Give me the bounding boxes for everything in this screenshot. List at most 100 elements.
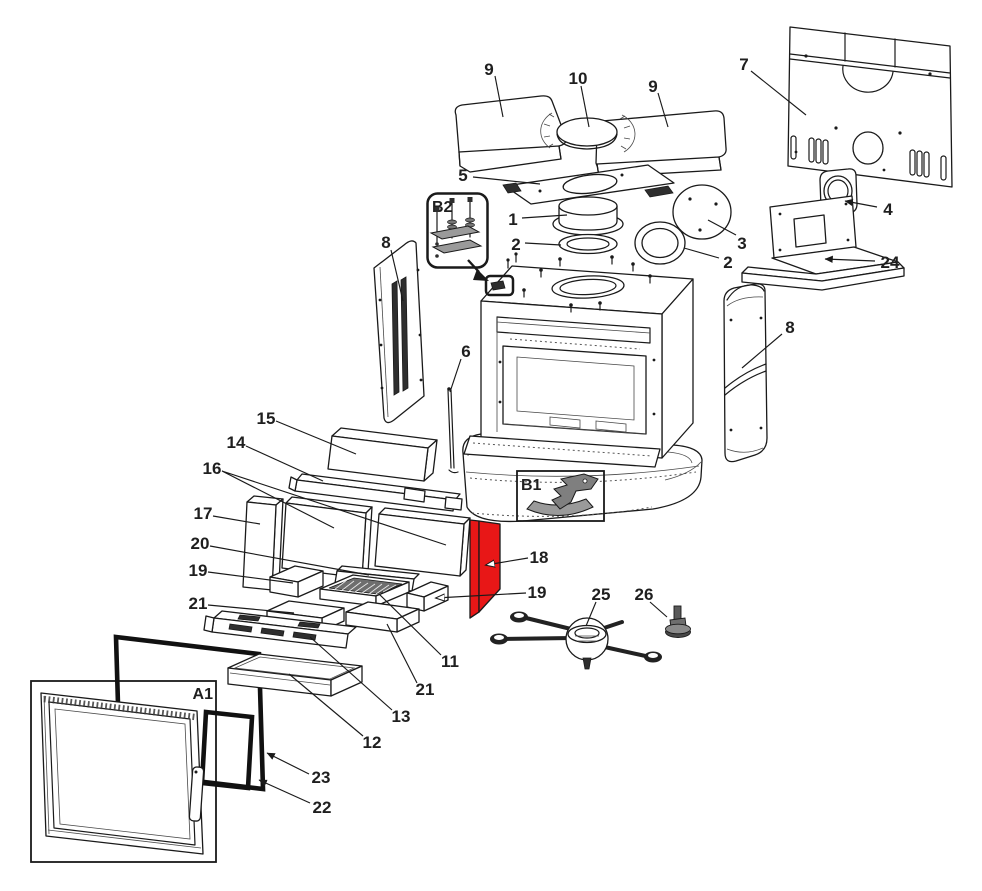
callout-7: 7 — [739, 55, 807, 116]
detail-box-a1 — [30, 680, 217, 863]
svg-text:6: 6 — [461, 342, 470, 361]
callout-18: 18 — [486, 548, 548, 567]
callout-12: 12 — [288, 673, 382, 752]
side-brick-18-highlighted — [469, 519, 501, 619]
svg-text:21: 21 — [189, 594, 208, 613]
bar-right-21 — [345, 601, 420, 633]
svg-text:8: 8 — [381, 233, 390, 252]
callout-23: 23 — [266, 752, 331, 787]
flue-collar-1 — [552, 196, 624, 236]
svg-text:11: 11 — [441, 652, 459, 671]
ash-pan-12 — [227, 653, 363, 697]
callout-14: 14 — [227, 433, 324, 482]
callout-21-right: 21 — [386, 623, 435, 699]
svg-text:2: 2 — [723, 253, 732, 272]
svg-text:21: 21 — [416, 680, 435, 699]
side-brick-right-16 — [374, 507, 471, 577]
side-brick-left-16 — [281, 496, 373, 579]
callout-9-right: 9 — [648, 77, 669, 128]
svg-text:24: 24 — [881, 253, 900, 272]
grate-11 — [319, 574, 410, 607]
callout-25: 25 — [585, 585, 611, 627]
callout-20: 20 — [191, 534, 370, 576]
svg-text:9: 9 — [648, 77, 657, 96]
callout-5: 5 — [458, 166, 541, 185]
door-assembly — [40, 692, 205, 855]
svg-text:15: 15 — [257, 409, 276, 428]
callout-10: 10 — [569, 69, 590, 128]
adjustable-foot-26 — [665, 605, 691, 638]
callout-8-left: 8 — [381, 233, 404, 302]
callout-11: 11 — [378, 593, 459, 671]
b2-fasteners — [429, 197, 483, 258]
detail-box-b1: B1 — [516, 470, 605, 522]
gasket-loop-22 — [199, 709, 255, 791]
seal-ring-2 — [558, 233, 618, 255]
svg-text:19: 19 — [189, 561, 208, 580]
svg-text:3: 3 — [737, 234, 746, 253]
detail-box-b2: B2 — [426, 192, 489, 281]
side-panel-right-8 — [723, 283, 768, 463]
inner-top-plate-5 — [502, 164, 675, 205]
svg-text:23: 23 — [312, 768, 331, 787]
blanking-plate-3 — [672, 184, 732, 240]
rear-bracket-24 — [741, 195, 905, 291]
svg-text:9: 9 — [484, 60, 493, 79]
support-bar-14 — [288, 473, 463, 512]
detail-box-a1-label: A1 — [193, 686, 214, 703]
back-panel-7 — [787, 26, 953, 188]
callout-17: 17 — [194, 504, 261, 525]
stove-body — [463, 252, 694, 468]
callout-22: 22 — [258, 779, 332, 817]
callouts: 9 10 9 7 5 1 2 3 — [189, 55, 900, 817]
side-panel-left-8 — [373, 240, 425, 424]
callout-26: 26 — [635, 585, 668, 618]
callout-6: 6 — [449, 342, 471, 393]
svg-text:8: 8 — [785, 318, 794, 337]
leg-spider-25 — [490, 611, 662, 670]
svg-text:1: 1 — [508, 210, 517, 229]
svg-text:18: 18 — [530, 548, 549, 567]
top-plate-left-9 — [454, 95, 567, 173]
callout-3: 3 — [707, 219, 747, 253]
block-left-19 — [269, 565, 324, 598]
operating-rod-6 — [447, 387, 459, 474]
baffle-plate-15 — [327, 427, 438, 482]
callout-1: 1 — [508, 210, 568, 229]
detail-box-b1-label: B1 — [521, 477, 542, 494]
callout-2-rear: 2 — [683, 247, 733, 272]
svg-text:7: 7 — [739, 55, 748, 74]
callout-2-ring: 2 — [511, 235, 562, 254]
callout-15: 15 — [257, 409, 357, 455]
block-right-19 — [406, 581, 449, 612]
rear-ring-2 — [634, 221, 686, 265]
back-brick-17 — [242, 495, 284, 591]
svg-text:25: 25 — [592, 585, 611, 604]
svg-text:13: 13 — [392, 707, 411, 726]
callout-21-left: 21 — [189, 594, 295, 614]
flue-disc-10 — [540, 112, 636, 153]
callout-4: 4 — [844, 198, 893, 219]
callout-16: 16 — [203, 459, 447, 546]
door-handle — [188, 766, 205, 822]
svg-text:20: 20 — [191, 534, 210, 553]
top-plate-right-9 — [595, 110, 727, 178]
callout-19-right: 19 — [436, 583, 546, 602]
callout-24: 24 — [824, 253, 900, 272]
svg-text:22: 22 — [313, 798, 332, 817]
callout-13: 13 — [309, 636, 411, 726]
svg-text:17: 17 — [194, 504, 213, 523]
svg-text:16: 16 — [203, 459, 222, 478]
svg-text:2: 2 — [511, 235, 520, 254]
callout-9-left: 9 — [484, 60, 504, 118]
svg-text:19: 19 — [528, 583, 547, 602]
svg-text:26: 26 — [635, 585, 654, 604]
callout-8-right: 8 — [741, 318, 795, 369]
svg-text:5: 5 — [458, 166, 467, 185]
svg-text:4: 4 — [883, 200, 893, 219]
callout-19-left: 19 — [189, 561, 294, 584]
svg-text:12: 12 — [363, 733, 382, 752]
svg-text:10: 10 — [569, 69, 588, 88]
